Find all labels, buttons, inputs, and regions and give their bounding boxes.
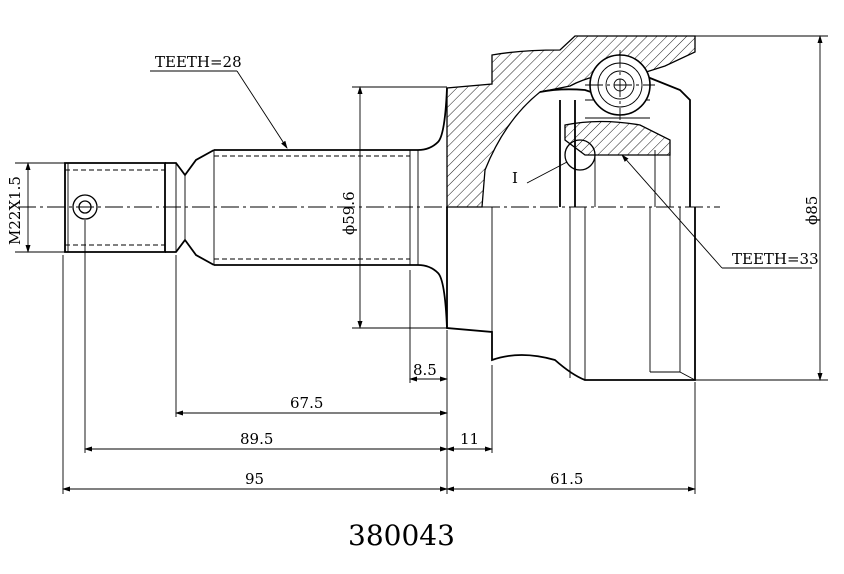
splined-shaft xyxy=(213,87,448,329)
shaft-diameter-dimension: ϕ59.6 xyxy=(340,86,447,329)
cross-hole-outer xyxy=(72,194,98,220)
outer-diameter-dimension: ϕ85 xyxy=(695,35,828,381)
overall-right-dimension: 61.5 xyxy=(446,470,696,492)
thread-label: M22X1.5 xyxy=(6,176,24,245)
thread-dimension: M22X1.5 xyxy=(6,162,65,253)
overall-right-label: 61.5 xyxy=(550,470,583,488)
overall-left-dimension: 95 xyxy=(62,470,448,492)
outer-bell-lower xyxy=(446,207,696,381)
overall-left-label: 95 xyxy=(245,470,264,488)
ball-bearing xyxy=(585,50,655,120)
shaft-diameter-label: ϕ59.6 xyxy=(340,191,358,235)
flange-dimension: 8.5 xyxy=(409,361,448,382)
shaft-total-label: 89.5 xyxy=(240,430,273,448)
outer-diameter-label: ϕ85 xyxy=(803,196,821,225)
outer-bell-section xyxy=(446,35,696,208)
teeth-shaft-label: TEETH=28 xyxy=(155,53,242,71)
part-number: 380043 xyxy=(348,519,455,552)
threaded-stub xyxy=(64,149,215,266)
shaft-total-dimension: 89.5 xyxy=(84,430,448,452)
step-dimension: 11 xyxy=(446,430,493,452)
cross-hole-inner xyxy=(78,200,92,214)
teeth-shaft-callout: TEETH=28 xyxy=(150,53,288,149)
step-label: 11 xyxy=(460,430,479,448)
teeth-bell-label: TEETH=33 xyxy=(732,250,819,268)
shaft-length-dimension: 67.5 xyxy=(175,394,448,416)
detail-mark: I xyxy=(512,169,518,187)
shaft-length-label: 67.5 xyxy=(290,394,323,412)
extension-lines xyxy=(62,220,696,494)
flange-label: 8.5 xyxy=(413,361,437,379)
detail-circle xyxy=(564,139,596,171)
teeth-bell-callout: TEETH=33 xyxy=(621,154,819,269)
